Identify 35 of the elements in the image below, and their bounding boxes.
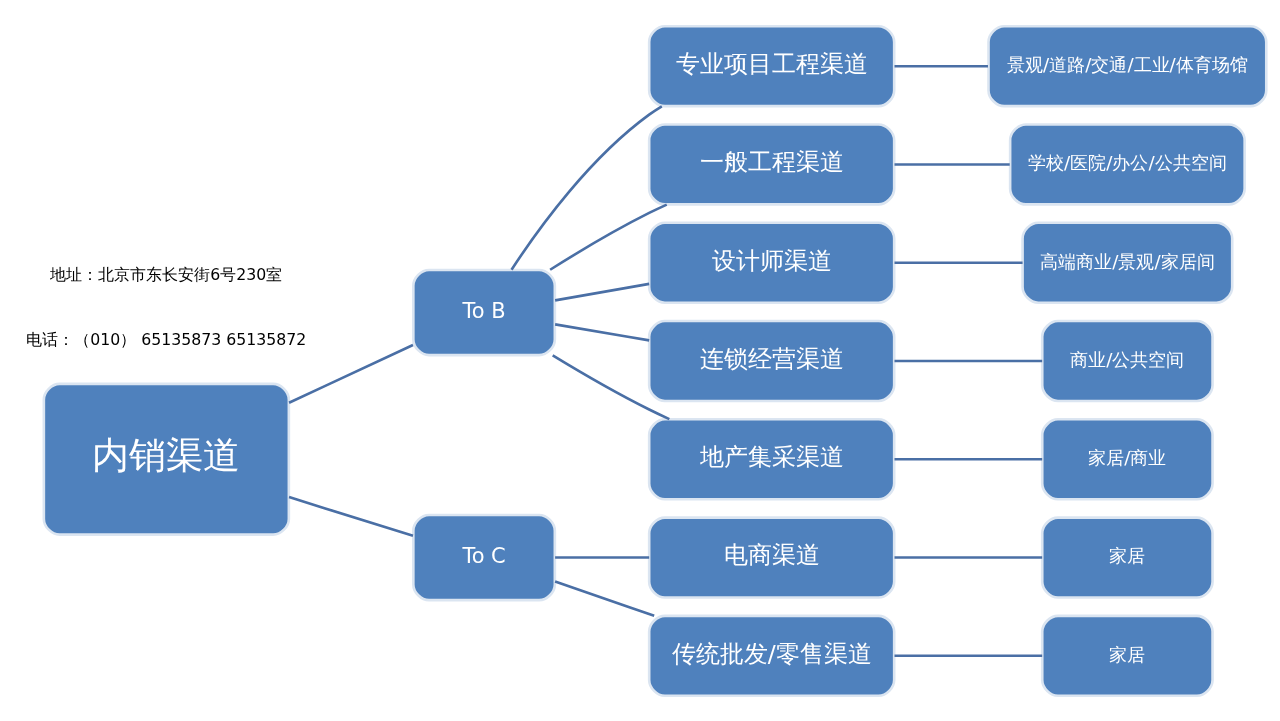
connector	[510, 104, 663, 270]
connector	[555, 555, 650, 559]
node-box: 内销渠道	[42, 382, 291, 536]
label: 地址：北京市东长安街6号230室	[50, 264, 283, 284]
node-box: 地产集采渠道	[647, 417, 896, 501]
connector	[894, 654, 1043, 657]
node-box: 一般工程渠道	[647, 122, 896, 206]
node-box: To C	[412, 513, 557, 601]
connector	[894, 64, 988, 67]
node-box: 专业项目工程渠道	[647, 24, 896, 107]
node-box: 传统批发/零售渠道	[647, 614, 896, 697]
connector	[554, 282, 650, 302]
connector	[288, 343, 414, 404]
connector	[894, 162, 1010, 166]
connector	[549, 202, 668, 271]
connector	[894, 260, 1023, 264]
node-box: 家居	[1040, 614, 1214, 697]
node-box: 家居/商业	[1040, 417, 1214, 501]
connector	[894, 359, 1043, 362]
node-box: 家居	[1040, 515, 1214, 599]
node-box: 景观/道路/交通/工业/体育场馆	[987, 24, 1268, 107]
connector	[894, 457, 1043, 461]
connector	[554, 579, 655, 617]
label: 电话：（010） 65135873 65135872	[26, 329, 307, 349]
connector	[554, 322, 650, 342]
node-box: To B	[412, 268, 557, 356]
connector	[552, 353, 670, 420]
node-box: 高端商业/景观/家居间	[1021, 220, 1234, 304]
connector	[288, 495, 414, 537]
connector	[894, 555, 1043, 559]
node-box: 学校/医院/办公/公共空间	[1008, 122, 1246, 206]
node-box: 连锁经营渠道	[647, 319, 896, 402]
node-box: 电商渠道	[647, 515, 896, 599]
node-box: 商业/公共空间	[1040, 319, 1214, 402]
node-box: 设计师渠道	[647, 220, 896, 304]
